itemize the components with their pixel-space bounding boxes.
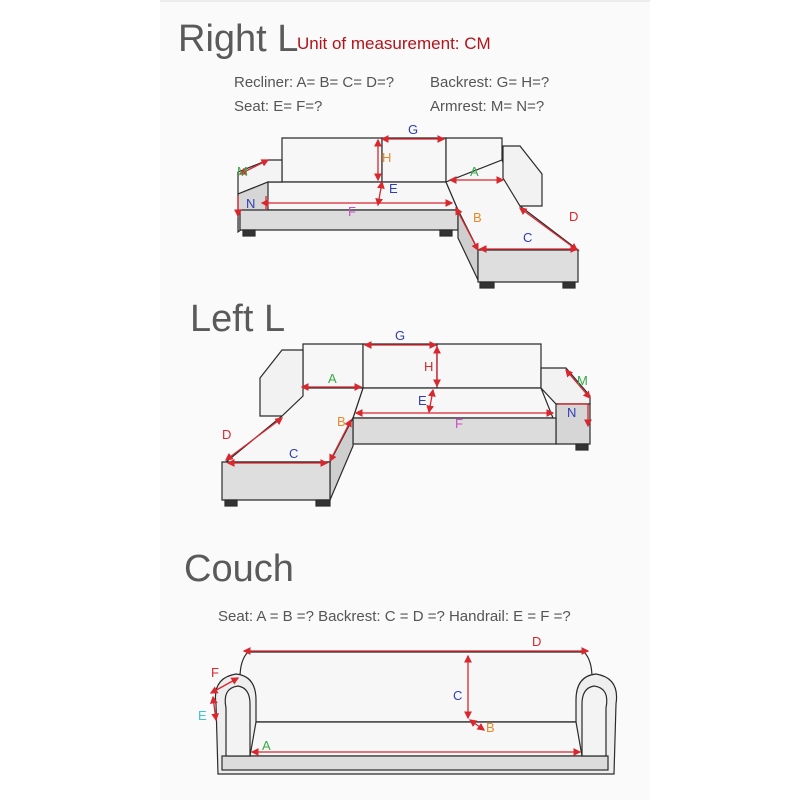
- right-l-label-c: C: [523, 230, 533, 245]
- couch-left-arm-inner: [224, 685, 251, 757]
- left-l-label-c: C: [289, 446, 299, 461]
- right-l-label-d: D: [569, 209, 579, 224]
- right-l-label-g: G: [408, 122, 419, 137]
- right-l-leg: [562, 281, 576, 289]
- left-l-label-e: E: [418, 393, 427, 408]
- right-l-leg: [242, 229, 256, 237]
- couch: [214, 651, 618, 775]
- couch-label-f: F: [211, 665, 219, 680]
- left-l-sofa: [221, 343, 591, 507]
- right-l-title: Right L: [178, 18, 299, 60]
- right-l-leg: [439, 229, 453, 237]
- couch-label-c: C: [453, 688, 463, 703]
- right-l-label-a: A: [470, 164, 479, 179]
- right-l-label-m: M: [237, 164, 248, 179]
- couch-formula: Seat: A = B =? Backrest: C = D =? Handra…: [218, 608, 571, 625]
- left-l-title: Left L: [190, 298, 286, 340]
- right-l-label-b: B: [473, 210, 482, 225]
- right-l-label-n: N: [246, 196, 256, 211]
- right-l-label-e: E: [389, 181, 398, 196]
- left-l-label-a: A: [328, 371, 337, 386]
- couch-backrest: [239, 651, 593, 723]
- left-l-label-b: B: [337, 414, 346, 429]
- left-l-chaise-base: [221, 461, 331, 501]
- top-divider: [160, 0, 650, 2]
- couch-seat: [249, 721, 583, 757]
- couch-label-e: E: [198, 708, 207, 723]
- right-l-measure-lines: [234, 135, 579, 253]
- right-l-label-f: F: [348, 204, 356, 219]
- left-l-label-n: N: [567, 405, 577, 420]
- couch-label-a: A: [262, 738, 271, 753]
- left-l-label-m: M: [577, 373, 588, 388]
- couch-title: Couch: [184, 548, 294, 590]
- left-l-label-g: G: [395, 328, 406, 343]
- seat-formula: Seat: E= F=?: [234, 98, 323, 115]
- couch-right-arm-inner: [581, 685, 608, 757]
- left-l-leg: [575, 443, 589, 451]
- left-l-left-armrest: [259, 349, 304, 417]
- couch-label-d: D: [532, 634, 542, 649]
- right-l-chaise-base: [477, 249, 579, 283]
- armrest-formula: Armrest: M= N=?: [430, 98, 545, 115]
- unit-note: Unit of measurement: CM: [297, 34, 491, 53]
- right-l-backrest-left: [281, 137, 383, 183]
- couch-measure-lines: [209, 647, 590, 756]
- left-l-leg: [315, 499, 331, 507]
- left-l-label-h: H: [424, 359, 434, 374]
- backrest-formula: Backrest: G= H=?: [430, 74, 550, 91]
- right-l-leg: [479, 281, 495, 289]
- right-l-label-h: H: [382, 150, 392, 165]
- left-l-backrest-right: [436, 343, 542, 389]
- right-l-backrest-right: [381, 137, 447, 183]
- left-l-label-d: D: [222, 427, 232, 442]
- left-l-leg: [224, 499, 238, 507]
- couch-label-b: B: [486, 720, 495, 735]
- left-l-measure-lines: [224, 341, 592, 467]
- left-l-label-f: F: [455, 416, 463, 431]
- recliner-formula: Recliner: A= B= C= D=?: [234, 74, 395, 91]
- couch-base: [221, 755, 609, 771]
